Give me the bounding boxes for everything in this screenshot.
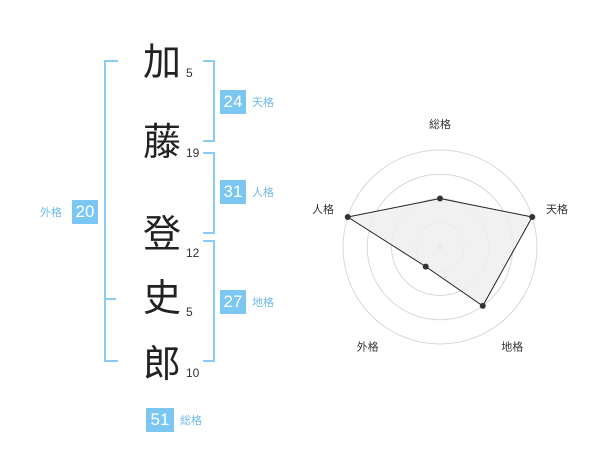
- gaikaku-label: 外格: [40, 206, 62, 219]
- radar-point-5: [344, 214, 351, 221]
- radar-point-3: [479, 302, 486, 309]
- radar-axis-label: 人格: [312, 202, 334, 216]
- chikaku-bracket: [203, 240, 215, 362]
- stroke-count-2: 19: [186, 146, 200, 160]
- chikaku-badge: 27: [220, 290, 246, 314]
- stroke-count-3: 12: [186, 246, 200, 260]
- radar-score-polygon: [346, 197, 534, 307]
- radar-axis-label: 天格: [546, 202, 568, 216]
- soukaku-badge: 51: [146, 408, 174, 432]
- jinkaku-label: 人格: [252, 186, 274, 199]
- jinkaku-badge: 31: [220, 180, 246, 204]
- tenkaku-label: 天格: [252, 96, 274, 109]
- stroke-count-4: 5: [186, 305, 193, 319]
- name-char-2: 藤: [142, 120, 181, 164]
- tenkaku-badge: 24: [220, 90, 246, 114]
- stroke-count-1: 5: [186, 66, 193, 80]
- name-char-4: 史: [142, 276, 181, 320]
- chikaku-label: 地格: [252, 296, 274, 309]
- name-char-5: 郎: [142, 342, 181, 386]
- radar-point-1: [437, 195, 443, 202]
- jinkaku-bracket: [203, 152, 215, 234]
- gaikaku-bracket-tick: [104, 298, 116, 300]
- name-char-1: 加: [142, 40, 181, 84]
- radar-axis-label: 総格: [429, 117, 451, 131]
- gaikaku-bracket: [104, 60, 118, 362]
- tenkaku-bracket: [203, 60, 215, 142]
- radar-point-2: [529, 214, 536, 221]
- soukaku-label: 総格: [180, 414, 202, 427]
- radar-axis-label: 外格: [357, 340, 379, 354]
- name-char-3: 登: [142, 212, 181, 256]
- gaikaku-badge: 20: [72, 200, 98, 224]
- radar-grid-ring: [342, 149, 538, 345]
- stroke-count-5: 10: [186, 366, 200, 380]
- radar-point-4: [422, 263, 429, 270]
- radar-axis-label: 地格: [501, 340, 523, 354]
